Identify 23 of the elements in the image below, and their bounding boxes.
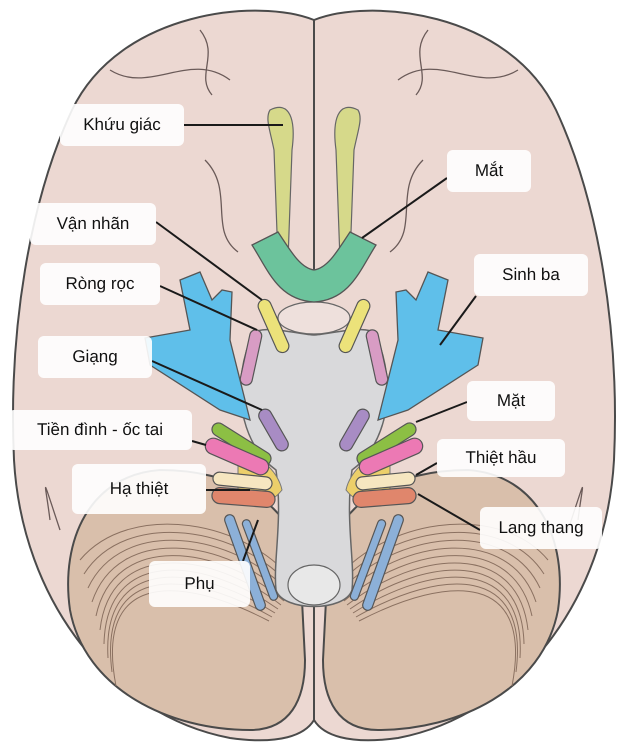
nerve-label: Lang thang [480, 507, 602, 549]
leader-line [439, 295, 477, 346]
nerve-label: Vận nhãn [30, 203, 156, 245]
nerve-label: Hạ thiệt [72, 464, 206, 514]
nerve-label: Mặt [467, 381, 555, 421]
leader-line [418, 493, 480, 531]
leader-line [416, 462, 438, 476]
nerve-label: Mắt [447, 150, 531, 192]
leader-line [184, 124, 283, 126]
nerve-label: Khứu giác [60, 104, 184, 146]
leader-line [192, 440, 206, 446]
leader-line [155, 221, 263, 301]
nerve-label: Sinh ba [474, 254, 588, 296]
leader-line [361, 177, 448, 239]
leader-line [152, 360, 262, 411]
nerve-label: Thiệt hầu [437, 439, 565, 477]
nerve-label: Phụ [149, 561, 250, 607]
leader-line [416, 401, 468, 423]
nerve-label: Giạng [38, 336, 152, 378]
leader-line [242, 520, 259, 562]
leader-line [206, 489, 250, 491]
nerve-label: Ròng rọc [40, 263, 160, 305]
leader-line [160, 285, 258, 331]
